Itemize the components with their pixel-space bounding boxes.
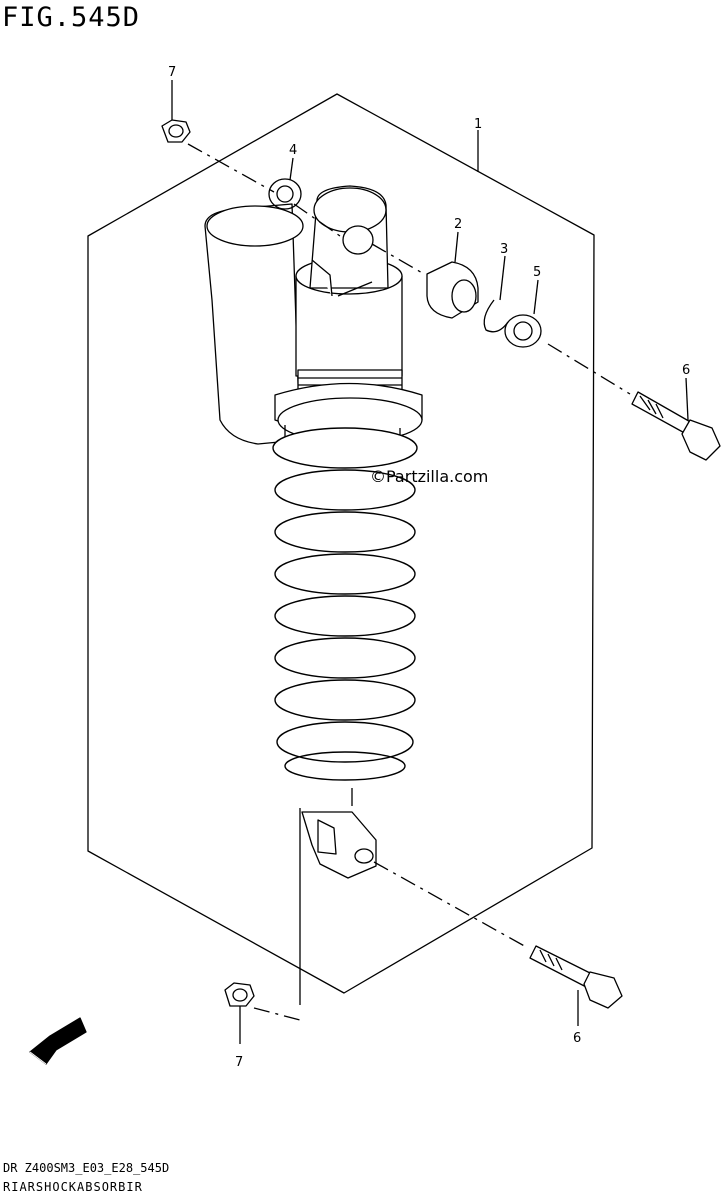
fwd-arrow-icon [29, 1017, 87, 1065]
washer [504, 314, 542, 348]
leader-lines [171, 80, 689, 1044]
watermark: ©Partzilla.com [370, 467, 488, 486]
circlip [483, 299, 509, 333]
callout-6-top: 6 [682, 363, 690, 378]
callout-2: 2 [454, 217, 462, 232]
assembly-outline [87, 93, 595, 994]
callout-numbers: 1 2 3 4 5 6 6 7 7 [168, 65, 690, 1070]
nut-top [161, 119, 191, 143]
bushing [426, 261, 479, 319]
callout-7-bottom: 7 [235, 1055, 243, 1070]
spring [272, 427, 418, 781]
lower-clevis [299, 788, 377, 1005]
callout-3: 3 [500, 242, 508, 257]
callout-6-bottom: 6 [573, 1031, 581, 1046]
spacer [268, 178, 302, 210]
callout-5: 5 [533, 265, 541, 280]
footer-code: DR Z400SM3_E03_E28_545D [3, 1161, 170, 1175]
callout-1: 1 [474, 117, 482, 132]
shock-body [295, 185, 403, 377]
nut-bottom [224, 982, 255, 1007]
center-lines [187, 143, 631, 1021]
footer-name: RIARSHOCKABSORBIR [3, 1180, 143, 1194]
bolt-top [631, 391, 721, 461]
callout-4: 4 [289, 143, 297, 158]
page-title: FIG.545D [2, 2, 141, 33]
bolt-bottom [529, 945, 623, 1009]
callout-7-top: 7 [168, 65, 176, 80]
